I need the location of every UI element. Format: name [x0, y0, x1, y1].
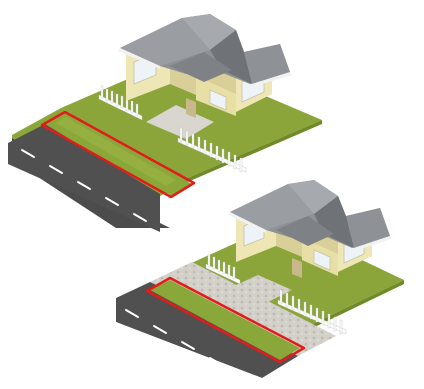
verge-illustration — [0, 0, 424, 389]
verge-diagram — [0, 0, 424, 389]
